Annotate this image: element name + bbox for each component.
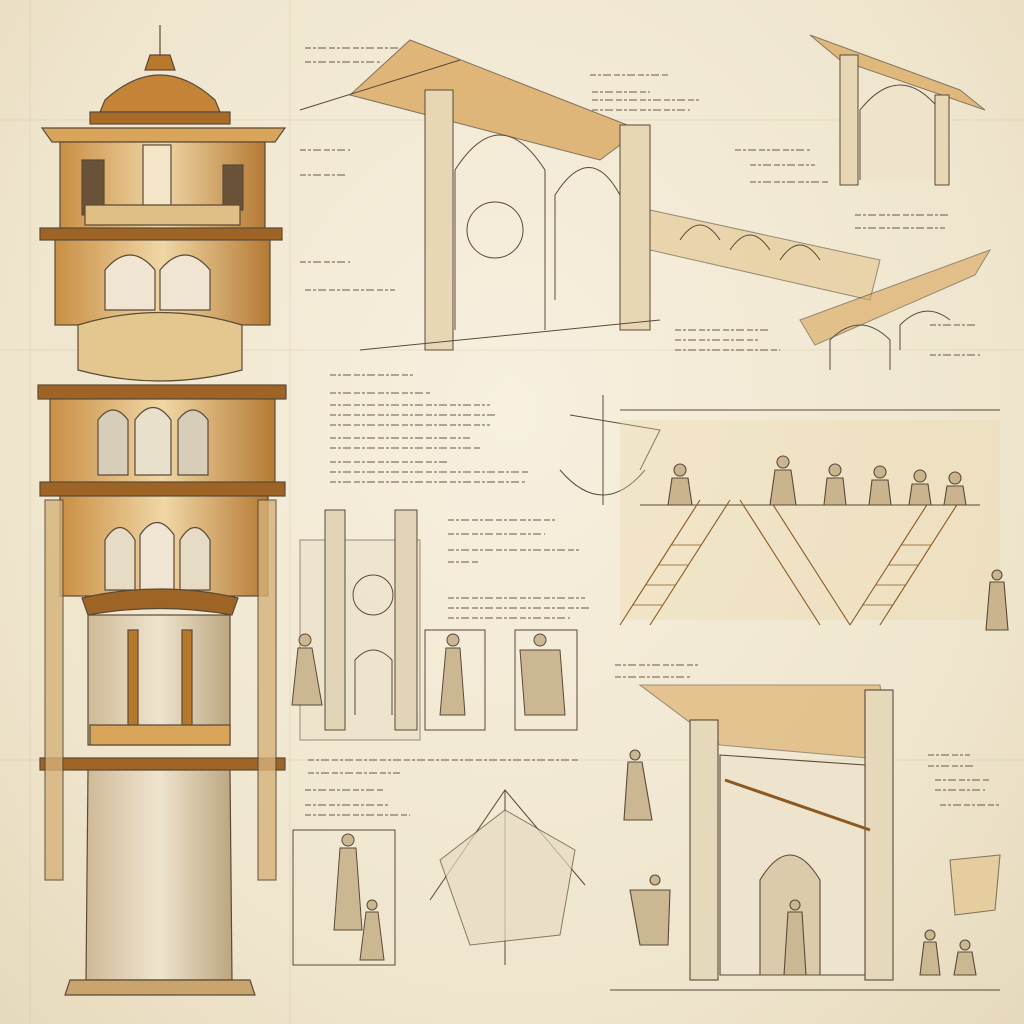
gallery-interior [610, 684, 1001, 991]
notes-bottom-left [305, 759, 580, 816]
pulley-sketch [559, 395, 661, 505]
figure-studies-row [291, 629, 578, 731]
notes-right-mid [675, 214, 980, 356]
notes-gallery [615, 664, 700, 678]
arch-fragment-study [799, 249, 992, 370]
notes-top-left [300, 47, 400, 291]
notes-mid-left [330, 374, 530, 483]
annotation-blocks [300, 47, 1000, 816]
tent-frame-sketch [429, 789, 586, 965]
figures-framed-lower [292, 829, 396, 966]
notes-doorway [448, 519, 592, 619]
doorway-frame-study [299, 509, 421, 741]
notes-far-right [928, 754, 1000, 806]
tower-elevation [37, 25, 287, 996]
notes-top-right [590, 74, 830, 183]
vaulted-corner-study [809, 34, 986, 186]
scaffold-workers [619, 409, 1009, 631]
arch-bridge-perspective [299, 39, 881, 351]
